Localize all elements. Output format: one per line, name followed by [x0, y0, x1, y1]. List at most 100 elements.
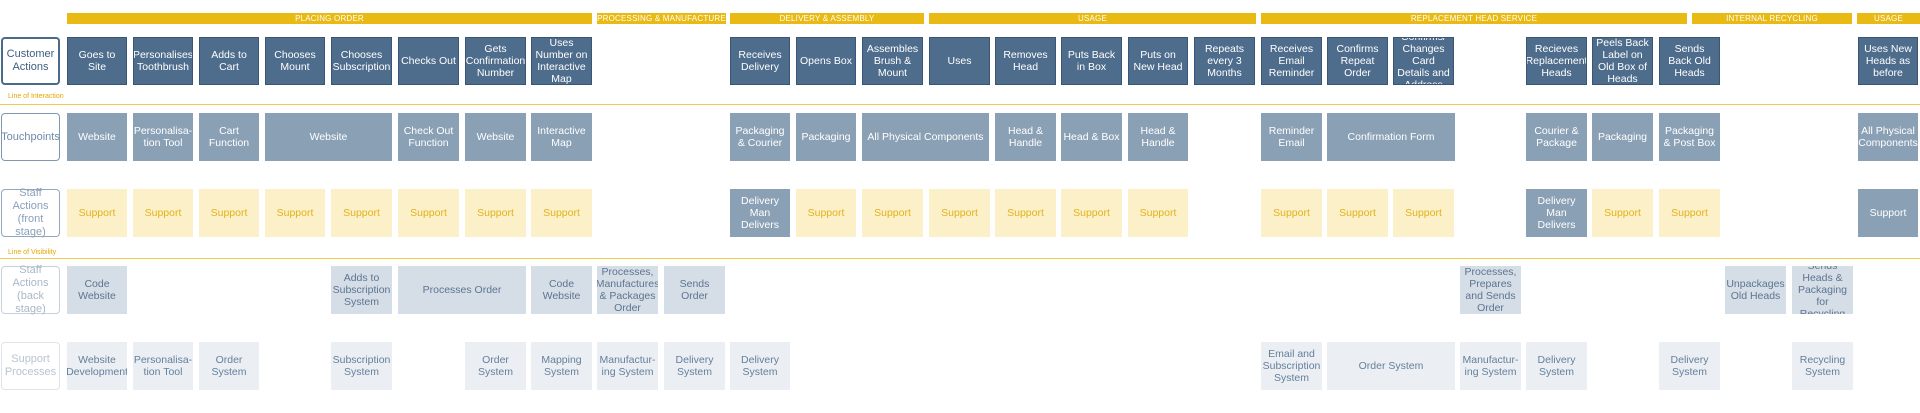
row-label-support-processes: Support Processes: [1, 342, 60, 390]
touchpoint: Courier & Package: [1526, 113, 1587, 161]
support-process: Order System: [1327, 342, 1455, 390]
back-stage-action: Processes Order: [398, 266, 526, 314]
customer-action: Uses Number on Interactive Map: [531, 37, 592, 85]
touchpoint: Packaging: [796, 113, 856, 161]
touchpoint: Head & Handle: [1128, 113, 1188, 161]
back-stage-action: Unpackages Old Heads: [1725, 266, 1786, 314]
customer-action: Confirms/ Changes Card Details and Addre…: [1393, 37, 1454, 85]
front-stage-action: Support: [133, 189, 193, 237]
back-stage-action: Processes, Manufactures & Packages Order: [597, 266, 658, 314]
line-of-visibility: [0, 258, 1920, 259]
front-stage-action: Support: [1128, 189, 1188, 237]
back-stage-action: Code Website: [531, 266, 592, 314]
support-process: Personalisa-tion Tool: [133, 342, 193, 390]
customer-action: Uses New Heads as before: [1858, 37, 1918, 85]
row-label-customer-actions: Customer Actions: [1, 37, 60, 85]
touchpoint: Website: [265, 113, 392, 161]
back-stage-action: Processes, Prepares and Sends Order: [1460, 266, 1521, 314]
support-process: Delivery System: [730, 342, 790, 390]
front-stage-action: Support: [1592, 189, 1653, 237]
phase-placing-order: PLACING ORDER: [67, 13, 592, 24]
customer-action: Sends Back Old Heads: [1659, 37, 1720, 85]
line-of-interaction: [0, 104, 1920, 105]
front-stage-action: Delivery Man Delivers: [1526, 189, 1587, 237]
front-stage-action: Support: [1261, 189, 1322, 237]
line-of-visibility-label: Line of Visibility: [8, 249, 57, 256]
touchpoint: Cart Function: [199, 113, 259, 161]
back-stage-action: Sends Order: [664, 266, 725, 314]
customer-action: Removes Head: [995, 37, 1056, 85]
support-process: Email and Subscription System: [1261, 342, 1322, 390]
touchpoint: All Physical Components: [862, 113, 989, 161]
front-stage-action: Support: [862, 189, 923, 237]
customer-action: Adds to Cart: [199, 37, 259, 85]
touchpoint: Packaging: [1592, 113, 1653, 161]
touchpoint: Head & Handle: [995, 113, 1056, 161]
customer-action: Goes to Site: [67, 37, 127, 85]
customer-action: Receives Delivery: [730, 37, 790, 85]
touchpoint: Packaging & Post Box: [1659, 113, 1720, 161]
support-process: Manufactur-ing System: [597, 342, 658, 390]
front-stage-action: Support: [1659, 189, 1720, 237]
touchpoint: Head & Box: [1061, 113, 1122, 161]
support-process: Delivery System: [1526, 342, 1587, 390]
customer-action: Checks Out: [398, 37, 459, 85]
row-label-touchpoints: Touchpoints: [1, 113, 60, 161]
customer-action: Opens Box: [796, 37, 856, 85]
touchpoint: Personalisa-tion Tool: [133, 113, 193, 161]
touchpoint: Check Out Function: [398, 113, 459, 161]
support-process: Delivery System: [664, 342, 725, 390]
customer-action: Puts Back in Box: [1061, 37, 1122, 85]
front-stage-action: Support: [995, 189, 1056, 237]
phase-processing-manufacture: PROCESSING & MANUFACTURE: [597, 13, 726, 24]
line-of-interaction-label: Line of Interaction: [8, 93, 64, 100]
front-stage-action: Support: [929, 189, 990, 237]
touchpoint: Interactive Map: [531, 113, 592, 161]
front-stage-action: Support: [1393, 189, 1454, 237]
row-label-staff-back: Staff Actions (back stage): [1, 264, 60, 315]
front-stage-action: Support: [331, 189, 392, 237]
support-process: Mapping System: [531, 342, 592, 390]
support-process: Delivery System: [1659, 342, 1720, 390]
phase-usage: USAGE: [929, 13, 1256, 24]
front-stage-action: Support: [465, 189, 526, 237]
touchpoint: Website: [67, 113, 127, 161]
front-stage-action: Delivery Man Delivers: [730, 189, 790, 237]
back-stage-action: Code Website: [67, 266, 127, 314]
customer-action: Puts on New Head: [1128, 37, 1188, 85]
support-process: Subscription System: [331, 342, 392, 390]
phase-delivery-assembly: DELIVERY & ASSEMBLY: [730, 13, 924, 24]
customer-action: Personalises Toothbrush: [133, 37, 193, 85]
front-stage-action: Support: [265, 189, 325, 237]
support-process: Website Development: [67, 342, 127, 390]
customer-action: Gets Confirmation Number: [465, 37, 526, 85]
front-stage-action: Support: [796, 189, 856, 237]
phase-usage-2: USAGE: [1857, 13, 1920, 24]
support-process: Manufactur-ing System: [1460, 342, 1521, 390]
customer-action: Repeats every 3 Months: [1194, 37, 1255, 85]
customer-action: Recieves Replacement Heads: [1526, 37, 1587, 85]
front-stage-action: Support: [67, 189, 127, 237]
support-process: Order System: [465, 342, 526, 390]
front-stage-action: Support: [1327, 189, 1388, 237]
support-process: Order System: [199, 342, 259, 390]
back-stage-action: Adds to Subscription System: [331, 266, 392, 314]
customer-action: Uses: [929, 37, 990, 85]
front-stage-action: Support: [398, 189, 459, 237]
customer-action: Receives Email Reminder: [1261, 37, 1322, 85]
front-stage-action: Support: [1061, 189, 1122, 237]
phase-replacement-head-service: REPLACEMENT HEAD SERVICE: [1261, 13, 1687, 24]
front-stage-action: Support: [199, 189, 259, 237]
phase-internal-recycling: INTERNAL RECYCLING: [1692, 13, 1852, 24]
touchpoint: Confirmation Form: [1327, 113, 1455, 161]
touchpoint: Website: [465, 113, 526, 161]
customer-action: Chooses Subscription: [331, 37, 392, 85]
touchpoint: Packaging & Courier: [730, 113, 790, 161]
touchpoint: Reminder Email: [1261, 113, 1322, 161]
customer-action: Confirms Repeat Order: [1327, 37, 1388, 85]
customer-action: Chooses Mount: [265, 37, 325, 85]
front-stage-action: Support: [531, 189, 592, 237]
back-stage-action: Sends Heads & Packaging for Recycling: [1792, 266, 1853, 314]
touchpoint: All Physical Components: [1858, 113, 1918, 161]
front-stage-action: Support: [1858, 189, 1918, 237]
